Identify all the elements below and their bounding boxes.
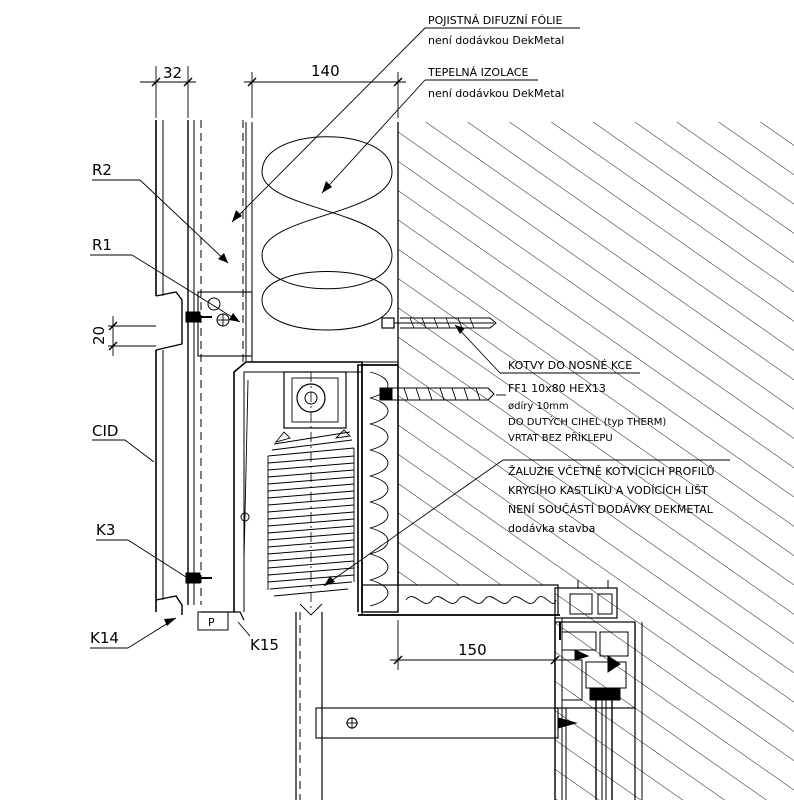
callout-cid: CID: [92, 422, 118, 440]
foil-title: POJISTNÁ DIFUZNÍ FÓLIE: [428, 14, 562, 27]
blind-slats: [267, 429, 355, 616]
diffusion-foil: [245, 122, 253, 362]
dimension-140: [244, 72, 406, 118]
blind-line-4: dodávka stavba: [508, 522, 595, 535]
blind-box: [233, 361, 363, 612]
dimension-150: [390, 620, 563, 670]
anchor-drill: VRTAT BEZ PŘÍKLEPU: [508, 431, 613, 444]
dimension-20: [108, 316, 156, 356]
leader-lines: [90, 27, 730, 649]
substructure: [185, 120, 253, 621]
anchor-hole: ødíry 10mm: [508, 400, 569, 412]
dim-140-label: 140: [311, 62, 340, 80]
insulation-note: není dodávkou DekMetal: [428, 87, 564, 100]
p-block: [197, 611, 229, 631]
guide-rail: [295, 612, 578, 800]
foil-note: není dodávkou DekMetal: [428, 34, 564, 47]
dim-20-label: 20: [90, 326, 108, 345]
insulation-title: TEPELNÁ IZOLACE: [427, 66, 528, 79]
facade-cladding: [155, 120, 183, 615]
blind-line-1: ŽALUZIE VČETNĚ KOTVÍCÍCH PROFILŮ: [508, 465, 715, 478]
anchor-title: KOTVY DO NOSNÉ KCE: [508, 359, 632, 372]
callout-k3: K3: [96, 521, 115, 539]
callout-k14: K14: [90, 629, 119, 647]
anchor-spec: FF1 10x80 HEX13: [508, 382, 606, 395]
leader-arrowheads: [164, 181, 465, 626]
dimension-32: [140, 66, 196, 118]
reveal-insulation: [357, 364, 560, 616]
blind-line-2: KRYCÍHO KASTLÍKU A VODÍCÍCH LIŠT: [508, 484, 708, 497]
thermal-insulation-upper: [251, 122, 399, 363]
callout-r2: R2: [92, 161, 112, 179]
blind-line-3: NENÍ SOUČÁSTÍ DODÁVKY DEKMETAL: [508, 503, 714, 516]
dim-32-label: 32: [163, 64, 182, 82]
anchor-base: DO DUTÝCH CIHEL (typ THERM): [508, 415, 666, 428]
dim-150-label: 150: [458, 641, 487, 659]
callout-r1: R1: [92, 236, 112, 254]
p-block-label: P: [208, 616, 215, 629]
anchor-lower: [379, 387, 495, 401]
callout-k15: K15: [250, 636, 279, 654]
